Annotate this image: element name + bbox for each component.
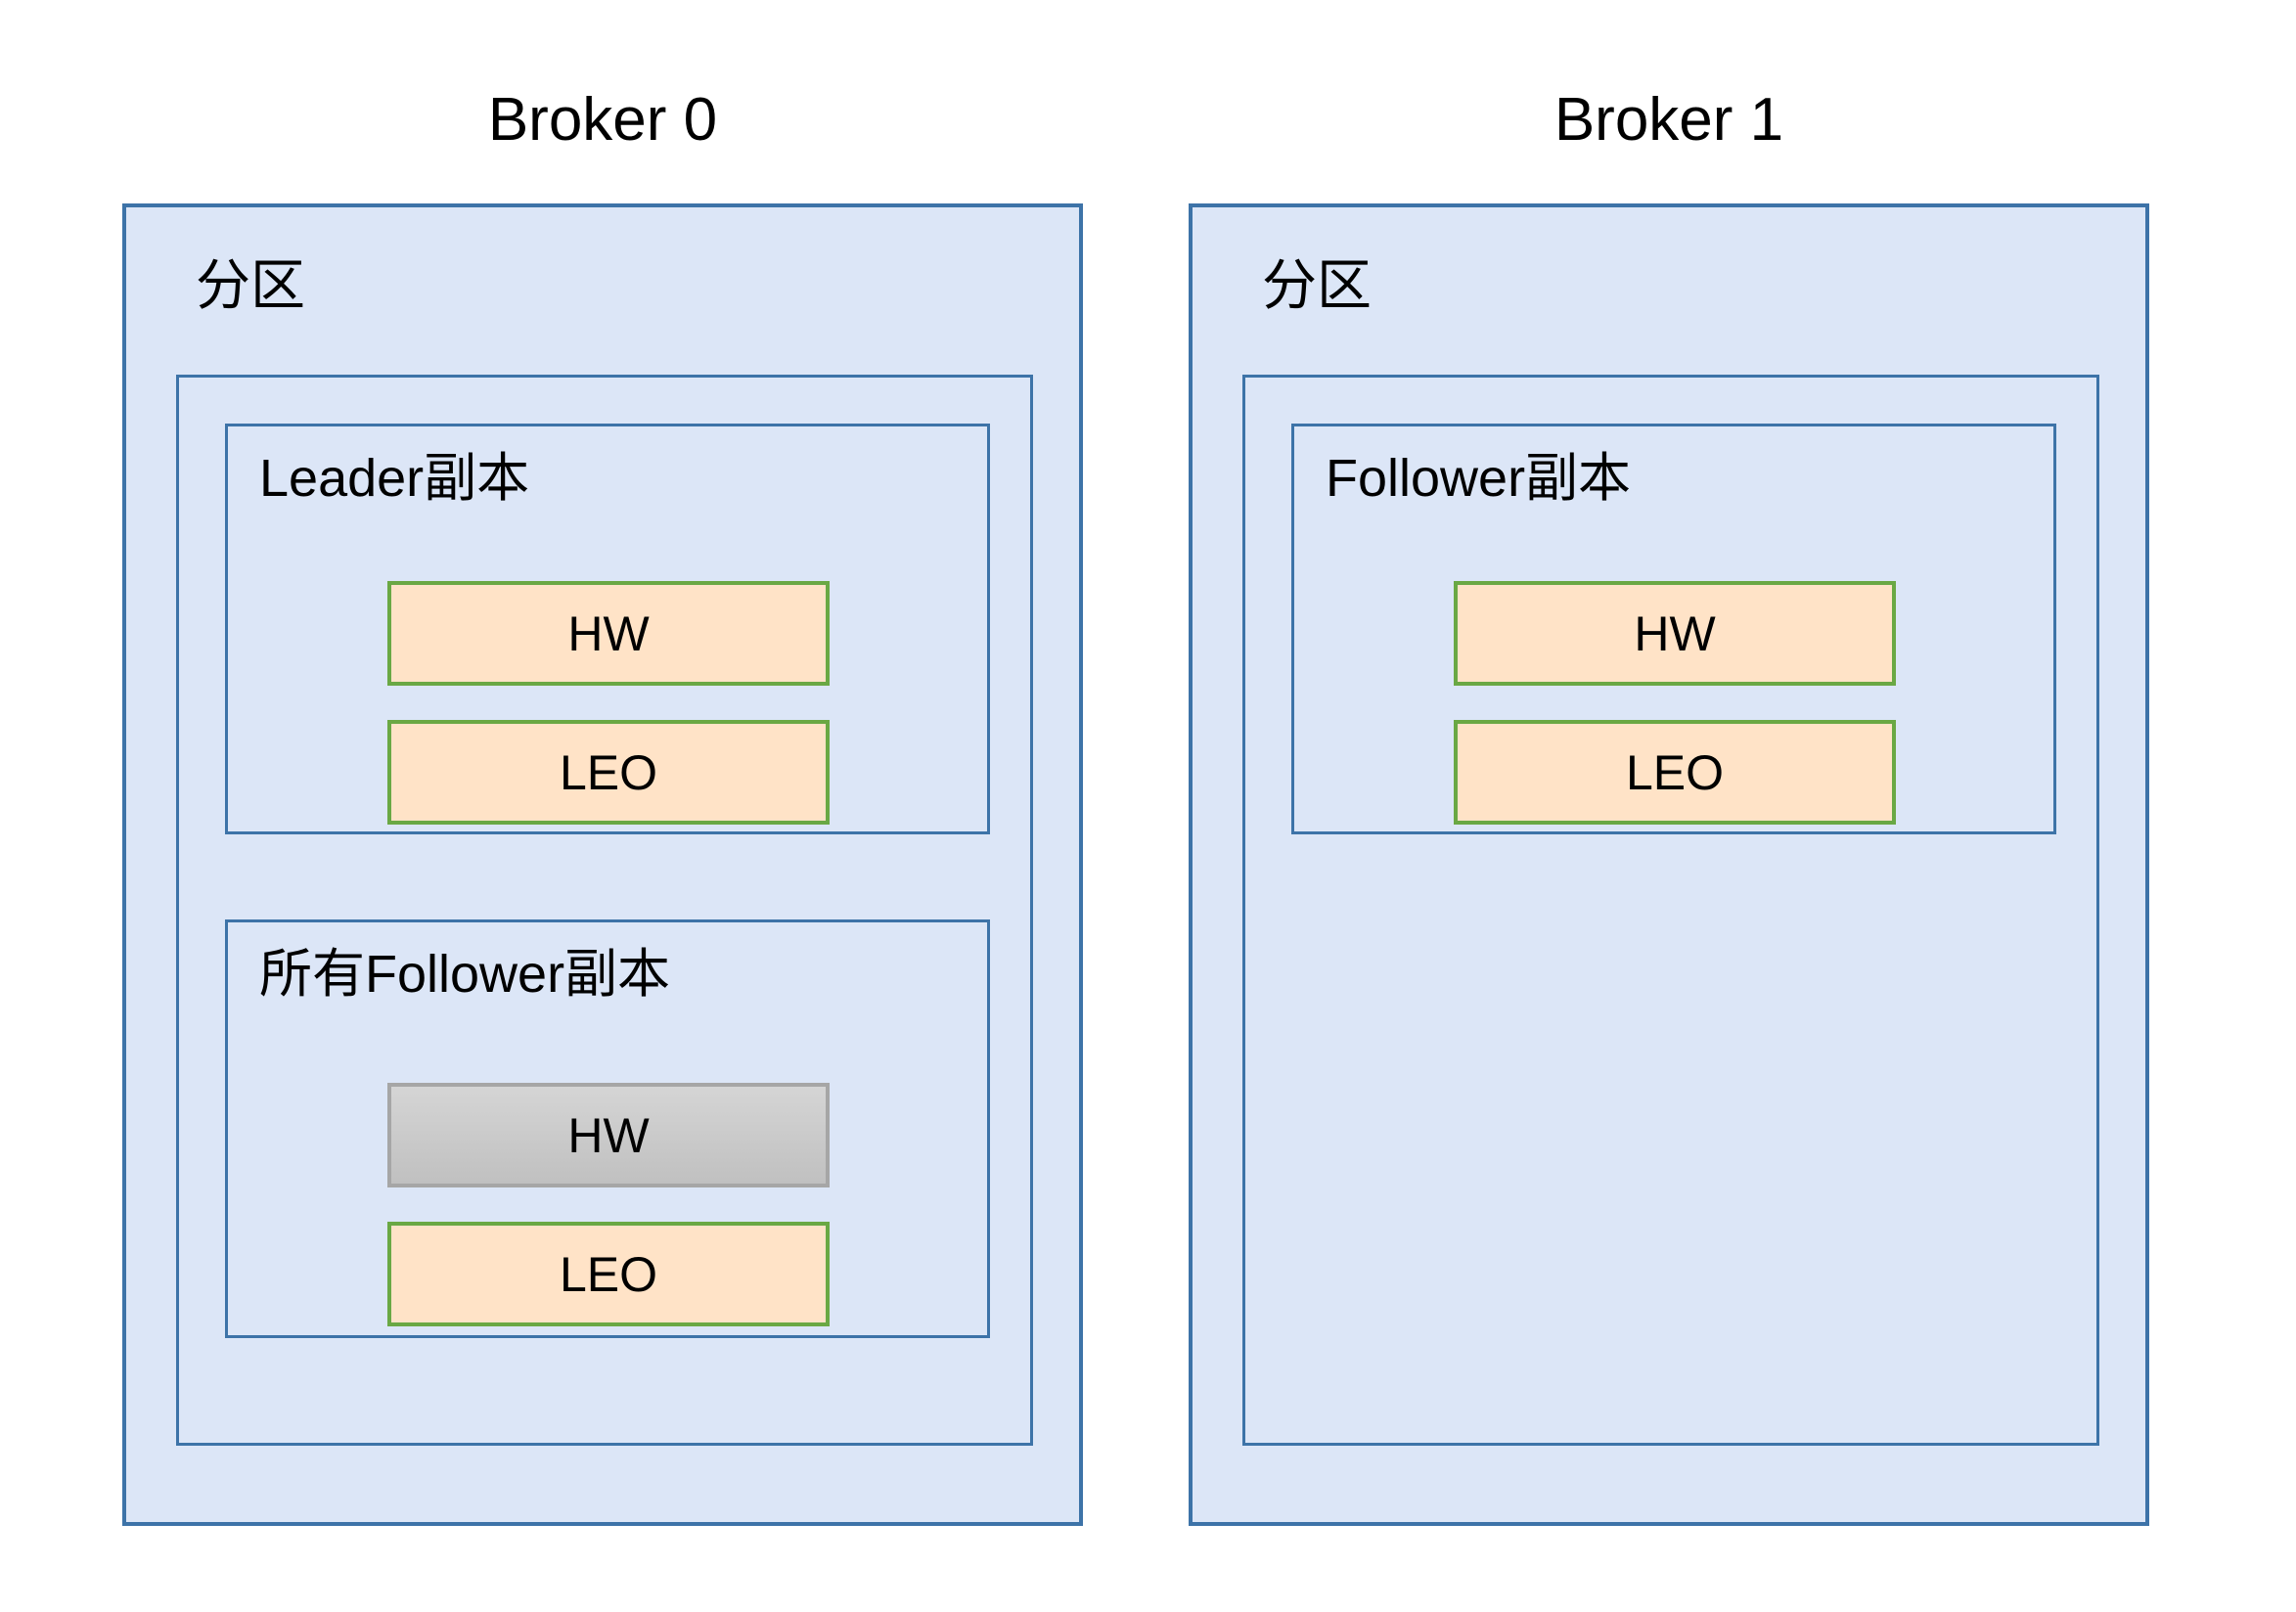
leader-leo-chip: LEO [387, 720, 830, 825]
follower-hw-chip: HW [1454, 581, 1896, 686]
follower-leo-chip: LEO [1454, 720, 1896, 825]
broker-0-container: 分区 Leader副本 HW LEO 所有Follower副本 HW LEO [122, 203, 1083, 1526]
all-follower-replica-title: 所有Follower副本 [259, 945, 671, 1004]
follower-replica-title: Follower副本 [1326, 449, 1632, 508]
all-follower-hw-chip: HW [387, 1083, 830, 1187]
broker-1-partition-container: Follower副本 HW LEO [1242, 375, 2099, 1446]
all-follower-leo-chip: LEO [387, 1222, 830, 1326]
all-follower-replica-container: 所有Follower副本 HW LEO [225, 919, 990, 1338]
broker-0-partition-container: Leader副本 HW LEO 所有Follower副本 HW LEO [176, 375, 1033, 1446]
broker-0-partition-label: 分区 [196, 254, 305, 316]
broker-1-title: Broker 1 [1553, 86, 1784, 154]
leader-replica-title: Leader副本 [259, 449, 530, 508]
broker-1-container: 分区 Follower副本 HW LEO [1189, 203, 2149, 1526]
leader-hw-chip: HW [387, 581, 830, 686]
follower-replica-container: Follower副本 HW LEO [1291, 424, 2056, 834]
leader-replica-container: Leader副本 HW LEO [225, 424, 990, 834]
broker-0-title: Broker 0 [487, 86, 718, 154]
broker-1-partition-label: 分区 [1262, 254, 1372, 316]
